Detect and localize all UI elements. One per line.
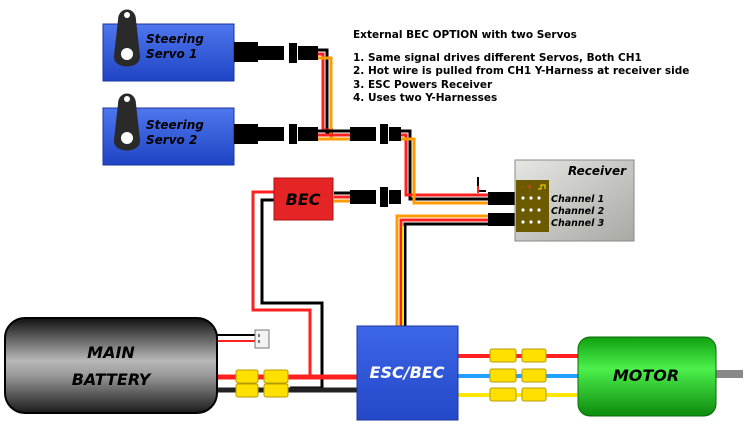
bec-label: BEC bbox=[286, 190, 321, 209]
battery-label-line1: MAIN bbox=[87, 343, 135, 362]
bec-module: BEC bbox=[273, 177, 334, 221]
receiver-pin-header bbox=[516, 180, 549, 232]
esc-label: ESC/BEC bbox=[370, 363, 445, 382]
servo-1: Steering Servo 1 bbox=[102, 9, 258, 82]
receiver: Receiver – + Channel 1 Channel 2 Channel… bbox=[514, 159, 635, 242]
notes-title: External BEC OPTION with two Servos bbox=[353, 29, 577, 41]
pin-polarity-mark: – + bbox=[521, 183, 533, 191]
battery-aux-lead bbox=[216, 334, 255, 342]
main-battery: MAIN BATTERY bbox=[4, 317, 218, 414]
servo1-wire bbox=[318, 48, 333, 140]
motor-bullet-connectors bbox=[489, 348, 547, 402]
bec-input-wire bbox=[251, 190, 324, 390]
receiver-channel-3: Channel 3 bbox=[551, 218, 605, 229]
notes-item-2: 2. Hot wire is pulled from CH1 Y-Harness… bbox=[353, 65, 690, 77]
motor-shaft bbox=[715, 370, 743, 378]
y-harness-wire-1 bbox=[400, 129, 490, 205]
motor-phase-wires bbox=[458, 354, 580, 397]
notes-item-4: 4. Uses two Y-Harnesses bbox=[353, 92, 498, 104]
servo2-connector bbox=[258, 124, 318, 144]
signal-pulse-icon bbox=[538, 184, 546, 190]
receiver-plug-ch3 bbox=[488, 213, 516, 226]
bec-output-wire bbox=[334, 191, 350, 203]
servo1-label-line1: Steering bbox=[146, 32, 204, 46]
servo2-label-line1: Steering bbox=[146, 118, 204, 132]
notes-panel: External BEC OPTION with two Servos 1. S… bbox=[353, 29, 733, 106]
receiver-plug-ch1 bbox=[488, 192, 516, 205]
servo1-label-line2: Servo 1 bbox=[146, 47, 197, 61]
notes-item-3: 3. ESC Powers Receiver bbox=[353, 78, 493, 91]
esc-bec: ESC/BEC bbox=[356, 325, 459, 421]
receiver-channel-1: Channel 1 bbox=[551, 194, 604, 205]
receiver-channel-2: Channel 2 bbox=[551, 206, 605, 217]
servo-horn-icon bbox=[113, 9, 141, 67]
servo2-wire bbox=[318, 129, 350, 141]
motor: MOTOR bbox=[577, 336, 717, 417]
notes-item-1: 1. Same signal drives different Servos, … bbox=[353, 51, 642, 64]
motor-label: MOTOR bbox=[613, 366, 679, 385]
receiver-label: Receiver bbox=[568, 164, 627, 178]
y-harness-connector-1 bbox=[350, 124, 401, 144]
receiver-lead bbox=[477, 177, 486, 193]
battery-aux-connector bbox=[254, 329, 270, 349]
y-harness-connector-2 bbox=[350, 187, 401, 207]
servo-horn-icon bbox=[113, 93, 141, 151]
servo2-label-line2: Servo 2 bbox=[146, 133, 197, 147]
servo1-connector bbox=[258, 43, 318, 63]
battery-label-line2: BATTERY bbox=[72, 370, 152, 389]
servo-2: Steering Servo 2 bbox=[102, 93, 258, 166]
notes-list: 1. Same signal drives different Servos, … bbox=[353, 52, 733, 106]
esc-signal-wire bbox=[395, 214, 490, 326]
battery-bullet-connectors bbox=[235, 369, 289, 398]
